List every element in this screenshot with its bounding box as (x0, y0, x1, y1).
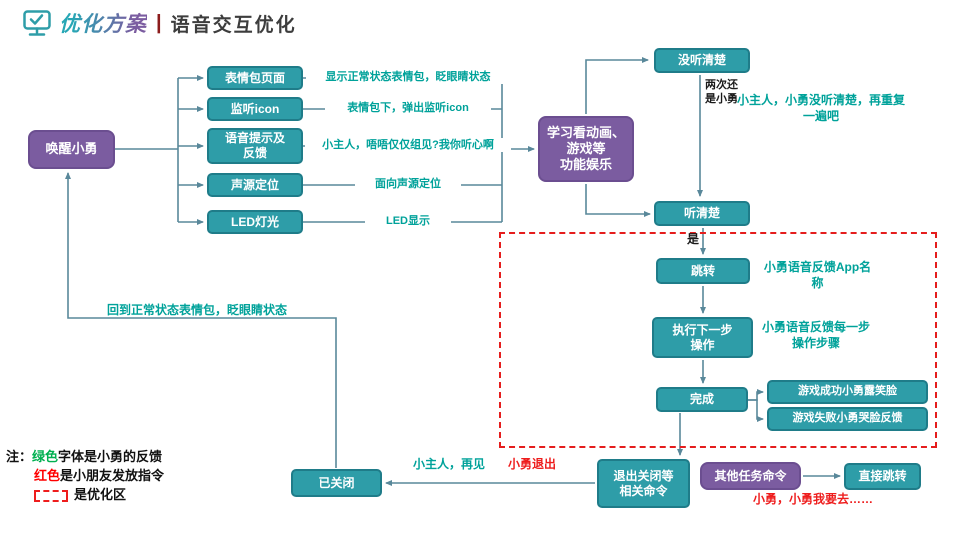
header: 优化方案 | 语音交互优化 (22, 8, 297, 38)
feature-box-led: LED灯光 (207, 210, 303, 234)
node-direct-jump: 直接跳转 (844, 463, 921, 490)
connector-learn-to-heard (585, 184, 651, 217)
node-wake: 唤醒小勇 (28, 130, 115, 169)
node-learn: 学习看动画、 游戏等 功能娱乐 (538, 116, 634, 182)
legend-note: 注：绿色字体是小勇的反馈 红色是小朋友发放指令 是优化区 (6, 447, 164, 504)
node-done: 完成 (656, 387, 748, 412)
legend-line-zone: 是优化区 (6, 485, 164, 504)
feature-desc-listen-icon: 表情包下，弹出监听icon (325, 101, 491, 116)
node-heard: 听清楚 (654, 201, 750, 226)
page-title: 语音交互优化 (170, 14, 297, 36)
feature-desc-voice-prompt: 小主人，唔唔仅仅组见?我你听心啊 (305, 138, 511, 153)
node-game-fail: 游戏失败小勇哭脸反馈 (767, 407, 928, 431)
feature-box-emoji-page: 表情包页面 (207, 66, 303, 90)
feature-desc-led: LED显示 (365, 214, 451, 229)
label-yes: 是 (687, 232, 700, 246)
title-separator: | (156, 11, 162, 34)
feedback-repeat-text: 小主人，小勇没听清楚，再重复一遍吧 (737, 93, 906, 123)
legend-green-rest: 字体是小勇的反馈 (58, 449, 163, 464)
brand-text: 优化方案 (59, 8, 147, 38)
legend-red-word: 红色 (34, 468, 61, 483)
node-not-heard: 没听清楚 (654, 48, 750, 73)
legend-prefix: 注： (6, 449, 33, 464)
node-closed: 已关闭 (291, 469, 382, 497)
legend-line-green: 注：绿色字体是小勇的反馈 (6, 447, 164, 466)
legend-line-red: 红色是小朋友发放指令 (6, 466, 164, 485)
annotation-repeat-count: 两次还是小勇 (705, 79, 738, 106)
feature-desc-emoji-page: 显示正常状态表情包，眨眼睛状态 (306, 70, 510, 85)
feedback-app-name: 小勇语音反馈App名称 (763, 260, 872, 290)
feedback-goodbye: 小主人，再见 (413, 457, 486, 471)
feature-box-listen-icon: 监听icon (207, 97, 303, 121)
monitor-logo-icon (23, 10, 51, 36)
legend-red-rest: 是小朋友发放指令 (60, 468, 165, 483)
feature-box-sound-source: 声源定位 (207, 173, 303, 197)
node-jump: 跳转 (656, 258, 750, 284)
connector-learn-to-notheard (585, 57, 649, 114)
command-exit-text: 小勇退出 (508, 457, 557, 471)
feature-box-voice-prompt: 语音提示及 反馈 (207, 128, 303, 164)
legend-zone-rest: 是优化区 (74, 487, 127, 502)
optimization-zone (499, 232, 937, 448)
node-other-command: 其他任务命令 (700, 462, 801, 490)
node-game-success: 游戏成功小勇露笑脸 (767, 380, 928, 404)
connector-closed-loopback (65, 172, 337, 468)
loopback-text: 回到正常状态表情包，眨眼睛状态 (107, 303, 288, 317)
legend-green-word: 绿色 (32, 449, 59, 464)
feature-desc-sound-source: 面向声源定位 (355, 177, 461, 192)
connector-done-to-fail (748, 399, 764, 422)
node-next-step: 执行下一步 操作 (652, 317, 753, 358)
command-go-text: 小勇，小勇我要去…… (753, 492, 874, 506)
node-exit: 退出关闭等 相关命令 (597, 459, 690, 508)
feedback-step-text: 小勇语音反馈每一步操作步骤 (761, 320, 870, 350)
legend-dashed-zone-swatch (34, 489, 68, 502)
